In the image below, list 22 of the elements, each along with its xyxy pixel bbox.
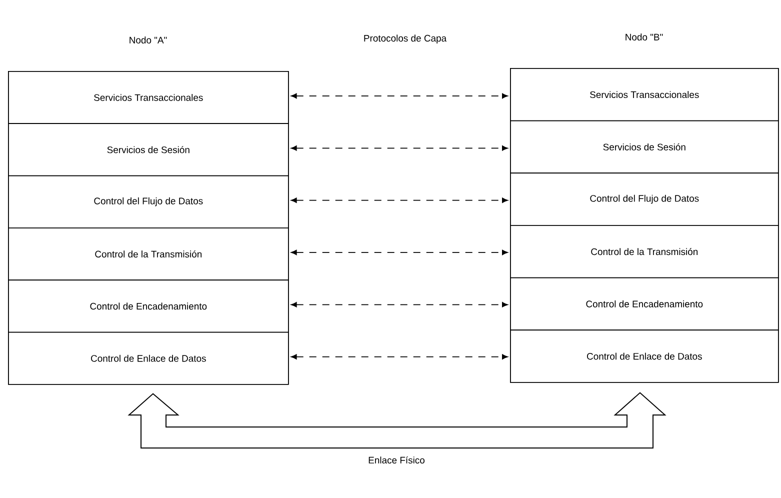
dashed-arrow: [291, 93, 508, 99]
stack-heading: Nodo "A": [130, 36, 167, 44]
layer-box: Servicios de Sesión: [8, 123, 289, 176]
dashed-arrow: [291, 198, 508, 203]
stack-heading: Nodo "B": [626, 34, 663, 40]
layer-box: Control del Flujo de Datos: [510, 172, 779, 226]
layer-box: Control del Flujo de Datos: [8, 175, 289, 228]
dashed-arrow: [291, 146, 508, 151]
layer-box: Control de Enlace de Datos: [8, 332, 289, 385]
layer-box: Control de la Transmisión: [510, 225, 779, 278]
dashed-arrow: [291, 250, 508, 256]
layer-box: Control de Encadenamiento: [510, 277, 779, 330]
dashed-arrow: [291, 354, 508, 360]
layer-box: Servicios Transaccionales: [8, 71, 289, 124]
edge-label: Enlace Físico: [367, 455, 426, 465]
column-heading: Protocolos de Capa: [364, 34, 447, 44]
layer-box: Control de Encadenamiento: [8, 280, 289, 333]
layer-box: Control de la Transmisión: [8, 228, 289, 280]
layer-box: Servicios de Sesión: [510, 120, 779, 174]
layer-box: Servicios Transaccionales: [510, 68, 779, 122]
dashed-arrow: [291, 302, 508, 308]
layer-box: Control de Enlace de Datos: [510, 330, 779, 383]
